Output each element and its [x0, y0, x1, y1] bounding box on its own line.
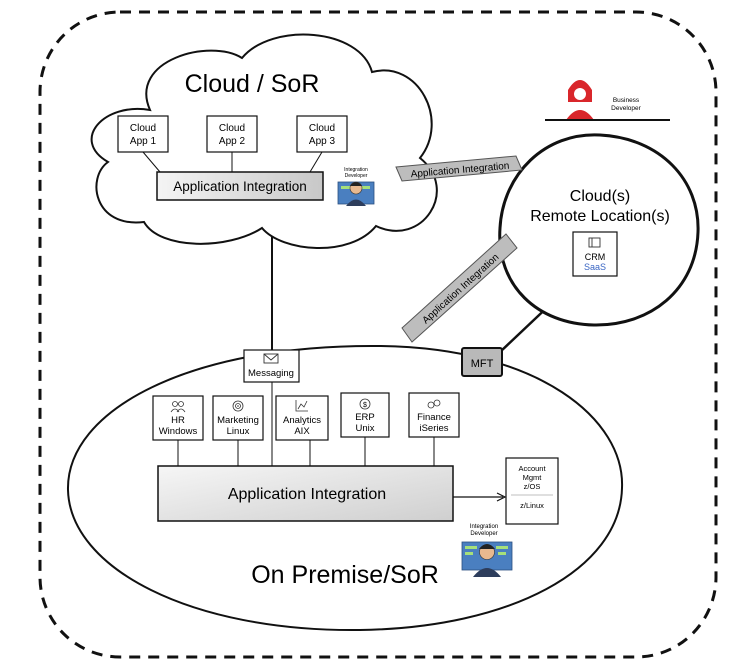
- business-developer-icon: [566, 80, 594, 120]
- cloud-sor: Cloud / SoR Cloud App 1 Cloud App 2 Clou…: [90, 33, 438, 249]
- onprem-title: On Premise/SoR: [251, 561, 439, 589]
- cloud-title: Cloud / SoR: [185, 70, 320, 98]
- arrow-head-icon: [496, 492, 507, 502]
- chart-icon: [295, 400, 308, 412]
- remote-title-1: Cloud(s): [570, 188, 630, 205]
- crm-label: CRM: [585, 252, 606, 262]
- system-marketing-line2: Linux: [227, 426, 250, 437]
- system-hr-line2: Windows: [159, 426, 198, 437]
- onprem-ellipse: [66, 344, 624, 632]
- account-mgmt-box[interactable]: Account Mgmt z/OS z/Linux: [505, 457, 559, 525]
- account-line2: Mgmt: [523, 473, 543, 482]
- system-analytics-line1: Analytics: [283, 415, 321, 426]
- diagonal-connector-label: Application Integration: [421, 252, 502, 326]
- onprem-integration-label: Application Integration: [228, 486, 386, 503]
- system-erp-line2: Unix: [355, 423, 374, 434]
- cloud-app-2-line2: App 2: [219, 136, 246, 147]
- business-developer-label-2: Developer: [611, 105, 641, 112]
- top-connector-ribbon: [395, 155, 523, 182]
- cloud-app-1[interactable]: Cloud App 1: [117, 115, 169, 153]
- system-finance-line2: iSeries: [419, 423, 448, 434]
- mft-box[interactable]: MFT: [461, 347, 503, 377]
- system-hr-line1: HR: [171, 415, 185, 426]
- system-finance-line1: Finance: [417, 412, 451, 423]
- system-hr[interactable]: HR Windows: [152, 395, 204, 441]
- window-icon: [588, 237, 601, 248]
- account-line1: Account: [518, 464, 546, 473]
- business-developer-label-1: Business: [613, 97, 640, 104]
- messaging-box[interactable]: Messaging: [243, 349, 300, 383]
- onprem-developer-label-1: Integration: [470, 524, 498, 530]
- remote-title-2: Remote Location(s): [530, 208, 670, 225]
- system-finance[interactable]: Finance iSeries: [408, 392, 460, 438]
- developer-icon: [337, 181, 375, 206]
- system-analytics[interactable]: Analytics AIX: [275, 395, 329, 441]
- saas-label: SaaS: [584, 262, 606, 272]
- account-line3: z/OS: [524, 482, 541, 491]
- cloud-app-1-line2: App 1: [130, 136, 157, 147]
- app1-connector: [142, 151, 161, 173]
- account-line4: z/Linux: [520, 501, 544, 510]
- onprem-developer-icon: [461, 541, 513, 577]
- crm-saas-box[interactable]: CRM SaaS: [572, 231, 618, 277]
- coins-icon: [427, 399, 441, 409]
- app3-connector: [309, 151, 323, 173]
- cloud-developer-label-1: Integration: [344, 167, 368, 173]
- cloud-integration-bar[interactable]: [156, 171, 324, 201]
- onprem-integration-bar[interactable]: [157, 465, 454, 522]
- target-icon: [232, 400, 244, 412]
- svg-text:$: $: [363, 402, 367, 409]
- outer-boundary: [38, 10, 718, 659]
- cloud-app-3-line1: Cloud: [309, 123, 335, 134]
- diagonal-connector-ribbon: [401, 233, 518, 343]
- business-developer: Business Developer: [545, 80, 670, 121]
- system-erp-line1: ERP: [355, 412, 375, 423]
- system-erp[interactable]: $ ERP Unix: [340, 392, 390, 438]
- cloud-app-3[interactable]: Cloud App 3: [296, 115, 348, 153]
- on-premise: On Premise/SoR Messaging HR Windows: [66, 344, 624, 632]
- cloud-developer-label-2: Developer: [345, 173, 368, 179]
- onprem-developer-label-2: Developer: [470, 531, 497, 537]
- system-marketing-line1: Marketing: [217, 415, 259, 426]
- cloud-app-1-line1: Cloud: [130, 123, 156, 134]
- system-analytics-line2: AIX: [294, 426, 310, 437]
- cloud-app-2[interactable]: Cloud App 2: [206, 115, 258, 153]
- remote-locations: Cloud(s) Remote Location(s) CRM SaaS: [498, 133, 700, 327]
- diagonal-integration-connector[interactable]: Application Integration: [401, 233, 518, 343]
- dollar-icon: $: [359, 398, 371, 410]
- mft-label: MFT: [471, 358, 494, 370]
- cloud-app-2-line1: Cloud: [219, 123, 245, 134]
- cloud-app-3-line2: App 3: [309, 136, 336, 147]
- messaging-label: Messaging: [248, 368, 294, 379]
- remote-circle: [498, 133, 700, 327]
- people-icon: [170, 401, 186, 413]
- cloud-integration-label: Application Integration: [173, 179, 307, 194]
- envelope-icon: [263, 353, 279, 364]
- system-marketing[interactable]: Marketing Linux: [212, 395, 264, 441]
